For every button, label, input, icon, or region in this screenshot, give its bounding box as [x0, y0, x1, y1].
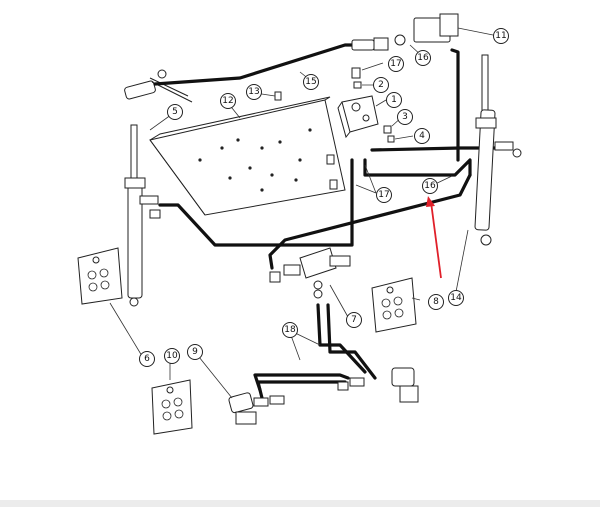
- bottom-scroll-bar: [0, 500, 600, 507]
- callout-14: 14: [448, 290, 464, 306]
- svg-text:17: 17: [378, 190, 389, 200]
- decal-kit-10: [151, 379, 193, 435]
- decal-kit-6: [77, 247, 123, 305]
- callout-16-upper: 16: [415, 50, 431, 66]
- callout-17-lower: 17: [376, 187, 392, 203]
- svg-text:15: 15: [305, 77, 316, 87]
- svg-text:17: 17: [390, 59, 401, 69]
- svg-text:6: 6: [144, 354, 150, 364]
- callout-1: 1: [386, 92, 402, 108]
- svg-text:11: 11: [495, 31, 506, 41]
- callout-4: 4: [414, 128, 430, 144]
- callout-18: 18: [282, 322, 298, 338]
- svg-text:1: 1: [391, 95, 397, 105]
- callout-15: 15: [303, 74, 319, 90]
- callout-3: 3: [397, 109, 413, 125]
- callout-12: 12: [220, 93, 236, 109]
- svg-text:5: 5: [172, 107, 178, 117]
- svg-text:9: 9: [192, 347, 198, 357]
- svg-text:7: 7: [351, 315, 357, 325]
- callout-6: 6: [139, 351, 155, 367]
- callout-16-lower: 16: [422, 178, 438, 194]
- svg-text:14: 14: [450, 293, 462, 303]
- tee-fitting: [269, 247, 351, 299]
- callout-7: 7: [346, 312, 362, 328]
- lower-left-cylinder: [228, 392, 285, 425]
- svg-text:10: 10: [166, 351, 178, 361]
- right-cylinder: [474, 54, 522, 246]
- callout-17-upper: 17: [388, 56, 404, 72]
- svg-text:16: 16: [424, 181, 436, 191]
- mounting-plate: [149, 91, 346, 216]
- callout-5: 5: [167, 104, 183, 120]
- callout-10: 10: [164, 348, 180, 364]
- callout-8: 8: [428, 294, 444, 310]
- svg-text:13: 13: [248, 87, 259, 97]
- svg-text:8: 8: [433, 297, 439, 307]
- callout-2: 2: [373, 77, 389, 93]
- hydraulic-hoses: [158, 48, 500, 400]
- svg-text:16: 16: [417, 53, 429, 63]
- left-cylinder: [124, 124, 161, 307]
- control-valve: [337, 67, 395, 143]
- svg-text:12: 12: [222, 96, 233, 106]
- svg-text:18: 18: [284, 325, 296, 335]
- svg-text:4: 4: [419, 131, 425, 141]
- callout-11: 11: [493, 28, 509, 44]
- callout-9: 9: [187, 344, 203, 360]
- highlight-arrow: [426, 196, 442, 279]
- decal-kit-8: [371, 277, 417, 333]
- svg-text:3: 3: [402, 112, 408, 122]
- plate-bolts: [274, 91, 338, 190]
- control-lever: [124, 13, 459, 103]
- lower-right-cylinder: [337, 367, 419, 403]
- svg-text:2: 2: [378, 80, 384, 90]
- callout-13: 13: [246, 84, 262, 100]
